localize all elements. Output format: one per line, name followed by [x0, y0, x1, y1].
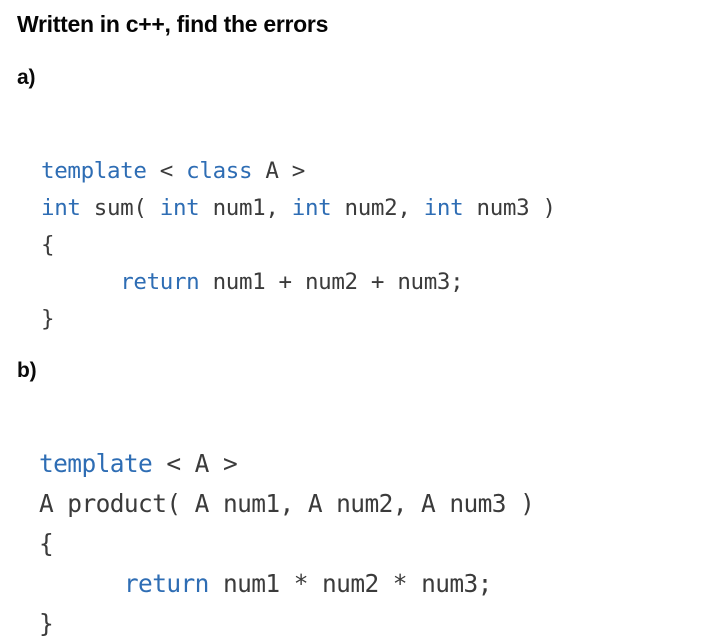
code-keyword: return [123, 568, 210, 598]
part-label-a: a) [17, 66, 36, 89]
code-keyword: int [291, 194, 332, 221]
code-block-a: template < class A > int sum( int num1, … [41, 153, 556, 338]
code-line: int sum( int num1, int num2, int num3 ) [41, 195, 556, 221]
part-label-b: b) [17, 359, 37, 382]
code-keyword: int [423, 194, 464, 221]
code-keyword: template [39, 448, 153, 478]
code-keyword: int [159, 194, 200, 221]
code-text [39, 569, 124, 598]
code-text: { [41, 231, 55, 258]
code-line: } [39, 608, 54, 638]
code-text: < A > [152, 448, 238, 478]
code-text: A product( A num1, A num2, A num3 ) [39, 488, 535, 518]
code-line: { [39, 528, 54, 558]
code-text: sum( [80, 194, 160, 221]
code-line: { [41, 231, 55, 258]
code-keyword: int [41, 194, 81, 221]
code-text: num2, [331, 194, 424, 221]
code-text: } [39, 608, 54, 638]
code-block-b: template < A > A product( A num1, A num2… [39, 444, 535, 644]
code-line: return num1 + num2 + num3; [41, 269, 463, 295]
code-text: num3 ) [463, 194, 557, 221]
code-line: A product( A num1, A num2, A num3 ) [39, 488, 535, 518]
code-keyword: template [41, 157, 147, 184]
code-line: return num1 * num2 * num3; [39, 568, 493, 598]
code-text: num1 + num2 + num3; [199, 268, 464, 295]
code-text [41, 269, 120, 295]
code-text: } [41, 305, 55, 332]
code-text: A > [252, 157, 305, 184]
code-line: template < class A > [41, 158, 305, 184]
page-title: Written in c++, find the errors [17, 11, 329, 37]
code-line: template < A > [39, 448, 238, 478]
code-text: num1 * num2 * num3; [208, 568, 492, 598]
code-text: < [146, 157, 187, 184]
code-keyword: return [120, 268, 200, 295]
code-text: num1, [199, 194, 292, 221]
code-text: { [39, 528, 54, 558]
code-keyword: class [186, 157, 253, 184]
code-line: } [41, 305, 55, 332]
